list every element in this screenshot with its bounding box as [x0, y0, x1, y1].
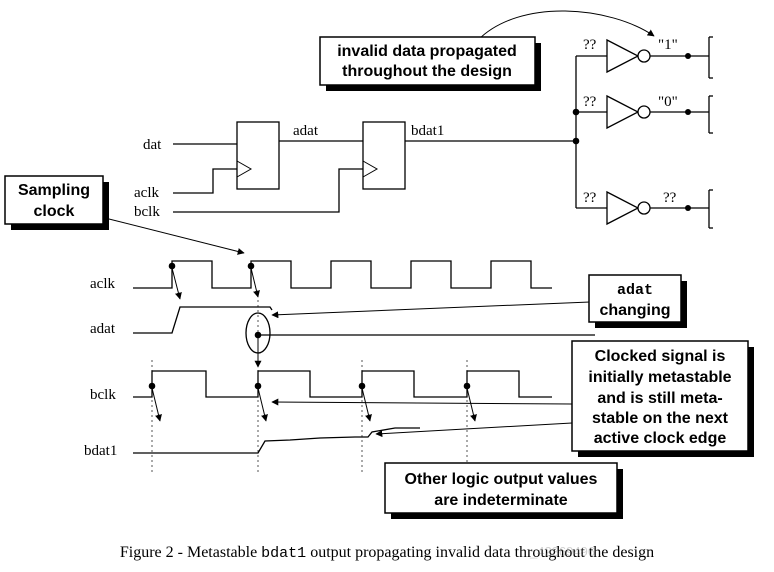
flip-flop-a-clock-triangle — [236, 160, 253, 178]
sampling-clock-arrow — [104, 217, 245, 255]
inverter-3-input-label: ?? — [583, 190, 597, 206]
callout-adat-text: changing — [599, 302, 670, 319]
figure-caption: Figure 2 - Metastable bdat1 output propa… — [0, 544, 774, 562]
inverter-2-output-label: "0" — [658, 94, 678, 110]
callout-clocked-line4: stable on the next — [592, 410, 729, 427]
aclk-wave-label: aclk — [90, 276, 115, 292]
callout-invalid-data: invalid data propagated throughout the d… — [319, 36, 541, 91]
adat-changing-arrow — [271, 301, 591, 319]
flip-flop-b — [362, 121, 406, 190]
callout-clocked-line5: active clock edge — [594, 430, 727, 447]
dat-label: dat — [143, 137, 162, 153]
aclk-waveform — [133, 260, 552, 289]
fanout-junction-top — [572, 108, 580, 116]
aclk-wire — [173, 168, 237, 194]
callout-other-logic: Other logic output values are indetermin… — [384, 462, 623, 519]
callout-other-line1: Other logic output values — [405, 471, 598, 488]
callout-invalid-line2: throughout the design — [342, 63, 512, 80]
caption-suffix: output propagating invalid data througho… — [306, 544, 655, 561]
bdat1-waveform — [133, 427, 420, 454]
bclk-waveform — [133, 370, 552, 398]
bclk-edge-dot-2 — [254, 382, 262, 390]
inverter-1-output-label: "1" — [658, 37, 678, 53]
caption-signal-name: bdat1 — [261, 545, 307, 562]
inverter-1 — [606, 36, 713, 79]
inverter-3-output-label: ?? — [663, 190, 677, 206]
bclk-input-label: bclk — [134, 204, 160, 220]
flip-flop-a — [236, 121, 280, 190]
clocked-arrow-1 — [271, 398, 573, 406]
aclk-edge-dot-1 — [168, 262, 176, 270]
callout-adat-changing: adat changing — [588, 274, 687, 328]
aclk-input-label: aclk — [134, 185, 159, 201]
clocked-arrow-2 — [375, 422, 573, 438]
caption-prefix: Figure 2 - Metastable — [119, 544, 262, 561]
callout-invalid-line1: invalid data propagated — [337, 43, 517, 60]
circuit-schematic: dat aclk bclk adat bdat1 ?? ?? ?? "1" "0… — [134, 36, 713, 229]
bclk-edge-dot-3 — [358, 382, 366, 390]
watermark-text: _42369496 — [530, 544, 596, 559]
bclk-wave-label: bclk — [90, 387, 116, 403]
bclk-edge-dot-4 — [463, 382, 471, 390]
bdat1-wave-label: bdat1 — [84, 443, 117, 459]
callout-clocked-line3: and is still meta- — [597, 390, 722, 407]
timing-waveforms: aclk adat bclk bdat1 — [84, 260, 595, 475]
inverter-1-input-label: ?? — [583, 37, 597, 53]
inverter-3 — [606, 189, 713, 229]
inverter-2-input-label: ?? — [583, 94, 597, 110]
invalid-data-arrow — [477, 10, 655, 41]
bclk-edge-dot-1 — [148, 382, 156, 390]
callout-sampling-line1: Sampling — [18, 182, 90, 199]
callout-clocked-signal: Clocked signal is initially metastable a… — [571, 340, 754, 457]
metastable-window-ellipse — [245, 312, 271, 354]
aclk-edge-dot-2 — [247, 262, 255, 270]
callout-clocked-line2: initially metastable — [588, 369, 731, 386]
callout-adat-mono: adat — [617, 282, 653, 299]
adat-wire-label: adat — [293, 123, 319, 139]
inverter-2 — [606, 94, 713, 134]
callout-clocked-line1: Clocked signal is — [595, 348, 726, 365]
callout-sampling-line2: clock — [34, 203, 75, 220]
fanout-junction-main — [572, 137, 580, 145]
adat-sample-dot — [254, 331, 262, 339]
bdat1-wire-label: bdat1 — [411, 123, 444, 139]
bclk-wire — [173, 168, 363, 213]
adat-wave-label: adat — [90, 321, 116, 337]
adat-waveform — [133, 306, 273, 334]
callout-sampling-clock: Sampling clock — [4, 175, 109, 230]
flip-flop-b-clock-triangle — [362, 160, 379, 178]
callout-other-line2: are indeterminate — [434, 492, 567, 509]
